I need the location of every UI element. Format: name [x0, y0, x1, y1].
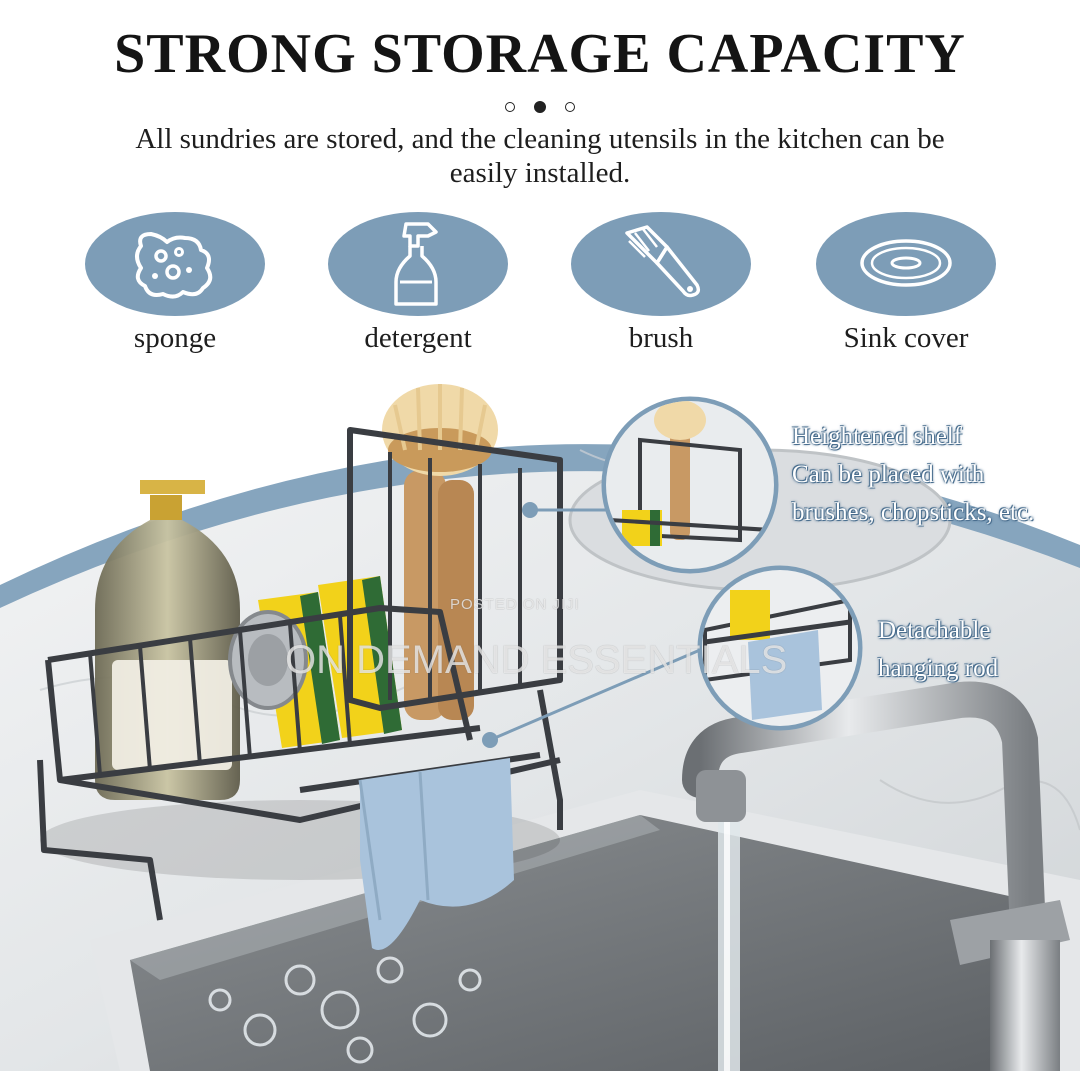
subtitle-line-1: All sundries are stored, and the cleanin… — [135, 123, 945, 155]
feature-label: brush — [628, 322, 694, 354]
product-scene: Heightened shelf Can be placed with brus… — [0, 360, 1080, 1071]
callout-line: Can be placed with — [792, 461, 985, 488]
page-title: STRONG STORAGE CAPACITY — [114, 23, 966, 85]
callout-heightened-shelf: Heightened shelf Can be placed with brus… — [792, 418, 1034, 532]
callout-line: Detachable — [878, 617, 991, 644]
pagination-dot-2-active[interactable] — [534, 100, 546, 113]
subtitle: All sundries are stored, and the cleanin… — [60, 122, 1020, 190]
callout-line: hanging rod — [878, 655, 999, 682]
feature-sink-cover: Sink cover — [811, 212, 1001, 355]
subtitle-line-2: easily installed. — [449, 157, 631, 189]
feature-oval — [328, 212, 508, 316]
sink-cover-icon — [860, 239, 952, 287]
feature-label: sponge — [133, 322, 217, 354]
product-illustration — [0, 360, 1080, 1071]
brush-icon — [625, 225, 701, 298]
feature-brush: brush — [566, 212, 756, 355]
feature-detergent: detergent — [323, 212, 513, 355]
feature-oval — [571, 212, 751, 316]
pagination-dots — [0, 96, 1080, 115]
spray-bottle-icon — [394, 222, 438, 306]
feature-oval — [85, 212, 265, 316]
pagination-dot-1[interactable] — [504, 101, 515, 112]
watermark-small: POSTED ON JIJI — [450, 596, 580, 613]
pagination-dot-3[interactable] — [565, 101, 576, 112]
feature-label: Sink cover — [843, 322, 969, 354]
watermark-large: ON DEMAND ESSENTIALS — [285, 638, 788, 682]
feature-list: sponge detergent brush — [0, 212, 1080, 362]
feature-sponge: sponge — [80, 212, 270, 355]
feature-label: detergent — [364, 322, 472, 354]
feature-oval — [816, 212, 996, 316]
callout-hanging-rod: Detachable hanging rod — [878, 612, 998, 688]
callout-line: Heightened shelf — [792, 423, 963, 450]
callout-line: brushes, chopsticks, etc. — [792, 499, 1035, 526]
sponge-icon — [135, 232, 213, 299]
